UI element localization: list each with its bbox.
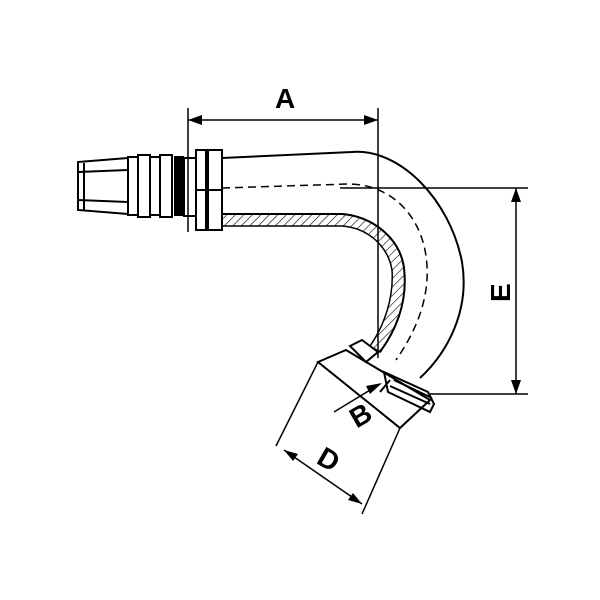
dimension-d xyxy=(275,361,401,515)
dimension-e xyxy=(340,187,528,395)
dimension-b xyxy=(333,383,382,413)
hose-tail xyxy=(77,156,129,216)
o-ring-groove xyxy=(174,156,184,216)
swivel-nut xyxy=(316,338,436,430)
barb-ribs xyxy=(127,154,173,218)
dimension-a xyxy=(187,108,379,358)
centerline xyxy=(221,183,428,361)
label-a: A xyxy=(275,83,295,114)
collar xyxy=(183,149,223,231)
label-e: E xyxy=(485,283,516,302)
